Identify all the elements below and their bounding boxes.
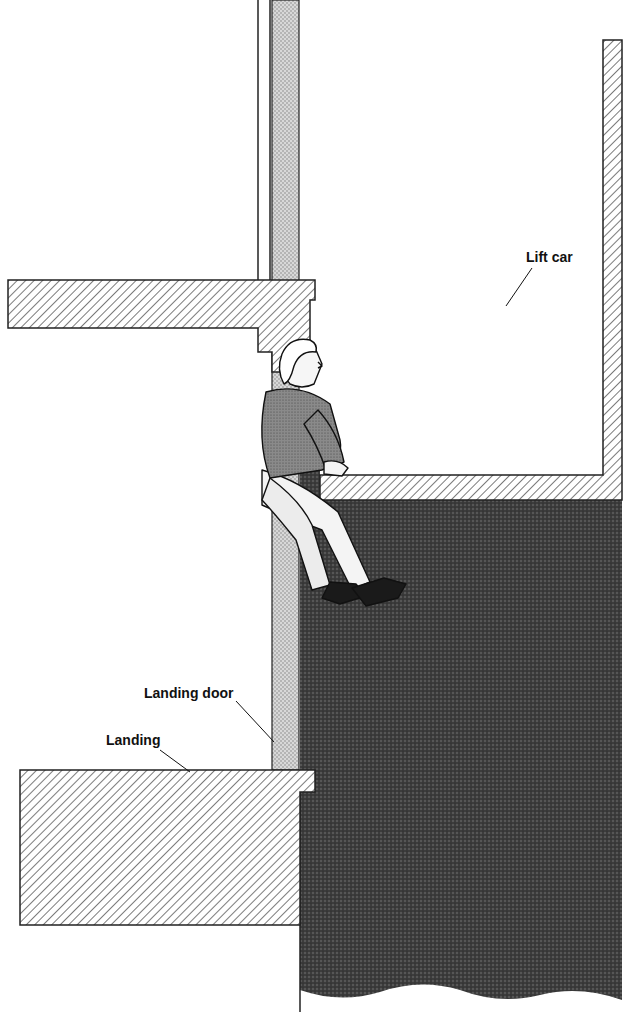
lift-car [320,40,622,500]
leader-line [160,750,190,772]
part-label: Landing door [142,685,235,701]
leader-line [236,701,274,742]
landing-slab [20,770,315,925]
falling-person [262,339,406,606]
upper-floor-slab [8,280,315,372]
part-label: Landing [104,732,162,748]
part-label: Lift car [524,249,575,265]
leader-line [506,268,532,306]
